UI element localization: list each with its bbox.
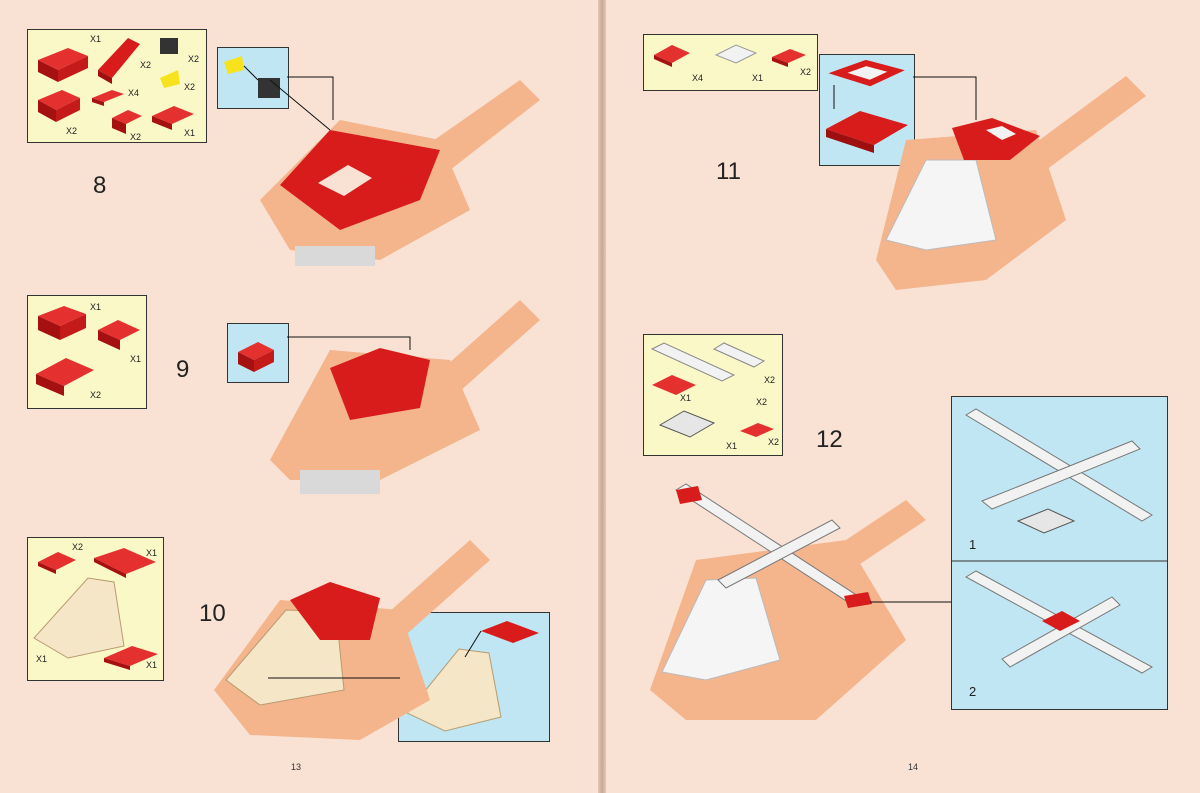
slope-brick-icon: [98, 320, 140, 350]
qty-label: X1: [752, 73, 764, 83]
slope-brick-icon: [238, 342, 274, 372]
brick-2x2-icon: [38, 90, 80, 122]
rotor-assembly-icon: [952, 408, 1167, 674]
yellow-lamp-icon: [160, 70, 180, 88]
page-number-left: 13: [291, 762, 302, 772]
plate-1x2-red-icon: [652, 375, 696, 395]
step-8-callout: [217, 47, 289, 109]
qty-label: X4: [128, 88, 140, 98]
corner-plate-icon: [38, 552, 76, 574]
roof-assembly-icon: [826, 59, 908, 153]
windscreen-assembly-icon: [406, 621, 539, 732]
step-12-callout: 1 2: [951, 396, 1168, 710]
step-11-number: 11: [716, 158, 741, 185]
qty-label: X4: [692, 73, 704, 83]
rotor-hub-icon: [658, 410, 716, 438]
helicopter-model-step-9: [270, 300, 540, 494]
step-10-parts-icons: [33, 548, 158, 670]
tile-white-icon: [714, 44, 758, 64]
corner-plate-icon: [654, 45, 690, 67]
helicopter-model-step-11: [876, 76, 1146, 290]
plate-2x4-icon: [94, 548, 156, 578]
left-page-model-illustrations: [214, 76, 540, 740]
right-page-model-illustrations: [650, 76, 1146, 720]
helicopter-model-step-12: [650, 483, 951, 720]
helicopter-model-step-8: [260, 76, 540, 266]
brick-2x2-icon: [38, 48, 88, 82]
qty-label: X2: [140, 60, 152, 70]
qty-label: X2: [764, 375, 776, 385]
step-9-parts-box: X1 X1 X2: [27, 295, 147, 409]
plate-1x2-icon: [92, 90, 124, 106]
qty-label: X1: [90, 34, 102, 44]
qty-label: X2: [768, 437, 780, 447]
qty-label: X1: [680, 393, 692, 403]
qty-label: X2: [188, 54, 200, 64]
step-11-parts-icons: [654, 44, 806, 67]
qty-label: X2: [72, 542, 84, 552]
book-gutter: [598, 0, 606, 793]
plate-1x8-white-icon: [650, 342, 736, 382]
page-right: X4 X1 X2 11 X2 X1 X2 X1: [606, 0, 1200, 793]
step-12-parts-icons: [650, 342, 774, 438]
plate-1x2-red-icon: [740, 423, 774, 437]
qty-label: X2: [756, 397, 768, 407]
qty-label: X2: [800, 67, 812, 77]
plate-1x4-icon: [104, 646, 158, 670]
brick-2x2-icon: [38, 306, 86, 340]
step-9-number: 9: [176, 356, 190, 383]
step-8-parts-icons: [38, 38, 194, 134]
sub-step-1-label: 1: [969, 537, 977, 552]
qty-label: X1: [726, 441, 738, 451]
qty-label: X1: [36, 654, 48, 664]
step-8-number: 8: [93, 172, 107, 199]
lamp-on-clip-icon: [224, 56, 280, 98]
qty-label: X1: [184, 128, 196, 138]
qty-label: X2: [90, 390, 102, 400]
helicopter-model-step-10: [214, 540, 490, 740]
plate-1x4-white-icon: [712, 342, 766, 368]
qty-label: X1: [90, 302, 102, 312]
step-10-callout: [398, 612, 550, 742]
windscreen-icon: [33, 577, 125, 659]
plate-2x2-icon: [152, 106, 194, 130]
step-12-number: 12: [816, 426, 843, 453]
qty-label: X2: [66, 126, 78, 136]
plate-1x2-icon: [772, 49, 806, 67]
step-11-parts-box: X4 X1 X2: [643, 34, 818, 91]
step-9-parts-icons: [36, 306, 140, 396]
qty-label: X2: [184, 82, 196, 92]
sub-step-2-label: 2: [969, 684, 977, 699]
slope-brick-icon: [98, 38, 140, 84]
brick-1x2-icon: [112, 110, 142, 134]
clip-brick-icon: [160, 38, 178, 54]
step-12-parts-box: X2 X1 X2 X1 X2: [643, 334, 783, 456]
qty-label: X2: [130, 132, 142, 142]
step-10-number: 10: [199, 600, 226, 627]
qty-label: X1: [146, 548, 158, 558]
step-9-callout: [227, 323, 289, 383]
qty-label: X1: [130, 354, 142, 364]
step-10-parts-box: X2 X1 X1 X1: [27, 537, 164, 681]
slope-brick-icon: [36, 358, 94, 396]
qty-label: X1: [146, 660, 158, 670]
step-8-parts-box: X1 X2 X2 X4 X2 X2 X1 X2: [27, 29, 207, 143]
step-11-callout: [819, 54, 915, 166]
page-left: X1 X2 X2 X4 X2 X2 X1 X2 8 X1 X1 X2 9: [0, 0, 598, 793]
page-number-right: 14: [908, 762, 919, 772]
